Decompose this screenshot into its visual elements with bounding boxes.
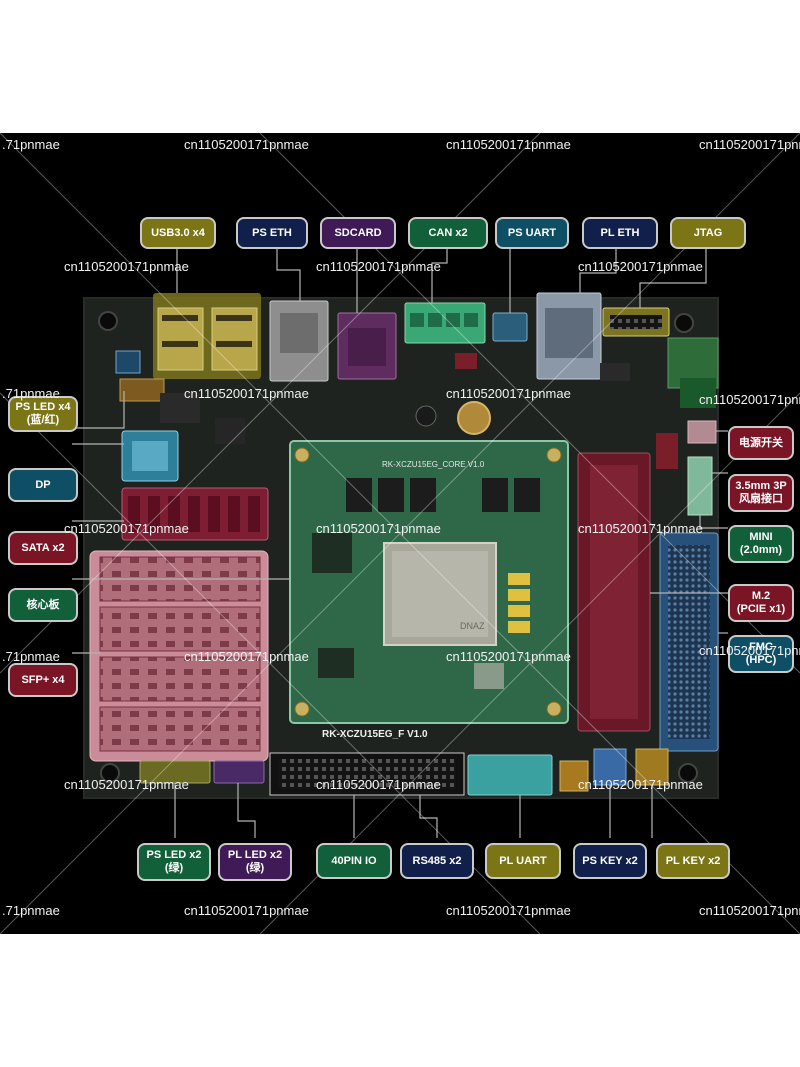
label-ps-led-x4: PS LED x4(蓝/红) xyxy=(8,396,78,432)
watermark: cn1105200171pnmae xyxy=(578,259,703,274)
label-sfp: SFP+ x4 xyxy=(8,663,78,697)
watermark: cn1105200171pnmae xyxy=(184,137,309,152)
label-sdcard: SDCARD xyxy=(320,217,396,249)
watermark: cn1105200171pnmae xyxy=(316,521,441,536)
board-silkscreen: RK-XCZU15EG_F V1.0 xyxy=(322,729,428,740)
core-silkscreen: RK-XCZU15EG_CORE V1.0 xyxy=(382,460,485,469)
label-ps-key: PS KEY x2 xyxy=(573,843,647,879)
watermark: .71pnmae xyxy=(2,649,60,664)
label-dp: DP xyxy=(8,468,78,502)
watermark: .71pnmae xyxy=(2,137,60,152)
ps-uart-connector xyxy=(492,312,528,342)
watermark: cn1105200171pnmae xyxy=(64,521,189,536)
label-pl-led-x2: PL LED x2(绿) xyxy=(218,843,292,881)
label-ps-uart: PS UART xyxy=(495,217,569,249)
watermark: cn1105200171pnmae xyxy=(64,777,189,792)
watermark: cn1105200171pnmae xyxy=(446,137,571,152)
label-ps-led-x2: PS LED x2(绿) xyxy=(137,843,211,881)
watermark: cn1105200171pnmae xyxy=(699,643,800,658)
svg-text:DNAZ: DNAZ xyxy=(460,621,485,631)
fan-connector xyxy=(687,456,713,516)
watermark: cn1105200171pnmae xyxy=(316,777,441,792)
label-power-switch: 电源开关 xyxy=(728,426,794,460)
watermark: cn1105200171pnmae xyxy=(699,392,800,407)
label-fmc: FMC(HPC) xyxy=(728,635,794,673)
label-usb3: USB3.0 x4 xyxy=(140,217,216,249)
watermark: cn1105200171pnmae xyxy=(64,259,189,274)
watermark: cn1105200171pnmae xyxy=(699,137,800,152)
watermark: cn1105200171pnmae xyxy=(578,521,703,536)
label-can: CAN x2 xyxy=(408,217,488,249)
board-diagram-panel: RK-XCZU15EG_CORE V1.0 DNAZ xyxy=(0,133,800,934)
watermark: cn1105200171pnmae xyxy=(184,903,309,918)
leader-lines xyxy=(72,249,728,838)
watermark: cn1105200171pnmae xyxy=(578,777,703,792)
watermark: cn1105200171pnmae xyxy=(184,386,309,401)
label-m2: M.2(PCIE x1) xyxy=(728,584,794,622)
label-40pin-io: 40PIN IO xyxy=(316,843,392,879)
power-switch xyxy=(687,420,717,444)
board-photo: RK-XCZU15EG_CORE V1.0 DNAZ xyxy=(0,133,800,934)
watermark: .71pnmae xyxy=(2,386,60,401)
watermark: cn1105200171pnmae xyxy=(446,386,571,401)
label-pl-key: PL KEY x2 xyxy=(656,843,730,879)
watermark: cn1105200171pnmae xyxy=(446,903,571,918)
label-mini: MINI(2.0mm) xyxy=(728,525,794,563)
watermark: .71pnmae xyxy=(2,903,60,918)
label-jtag: JTAG xyxy=(670,217,746,249)
label-core-board: 核心板 xyxy=(8,588,78,622)
label-pl-uart: PL UART xyxy=(485,843,561,879)
watermark: cn1105200171pnmae xyxy=(316,259,441,274)
label-pl-eth: PL ETH xyxy=(582,217,658,249)
label-rs485: RS485 x2 xyxy=(400,843,474,879)
label-ps-eth: PS ETH xyxy=(236,217,308,249)
label-sata: SATA x2 xyxy=(8,531,78,565)
rs485-terminal xyxy=(467,754,553,796)
watermark: cn1105200171pnmae xyxy=(446,649,571,664)
watermark: cn1105200171pnmae xyxy=(184,649,309,664)
watermark: cn1105200171pnmae xyxy=(699,903,800,918)
